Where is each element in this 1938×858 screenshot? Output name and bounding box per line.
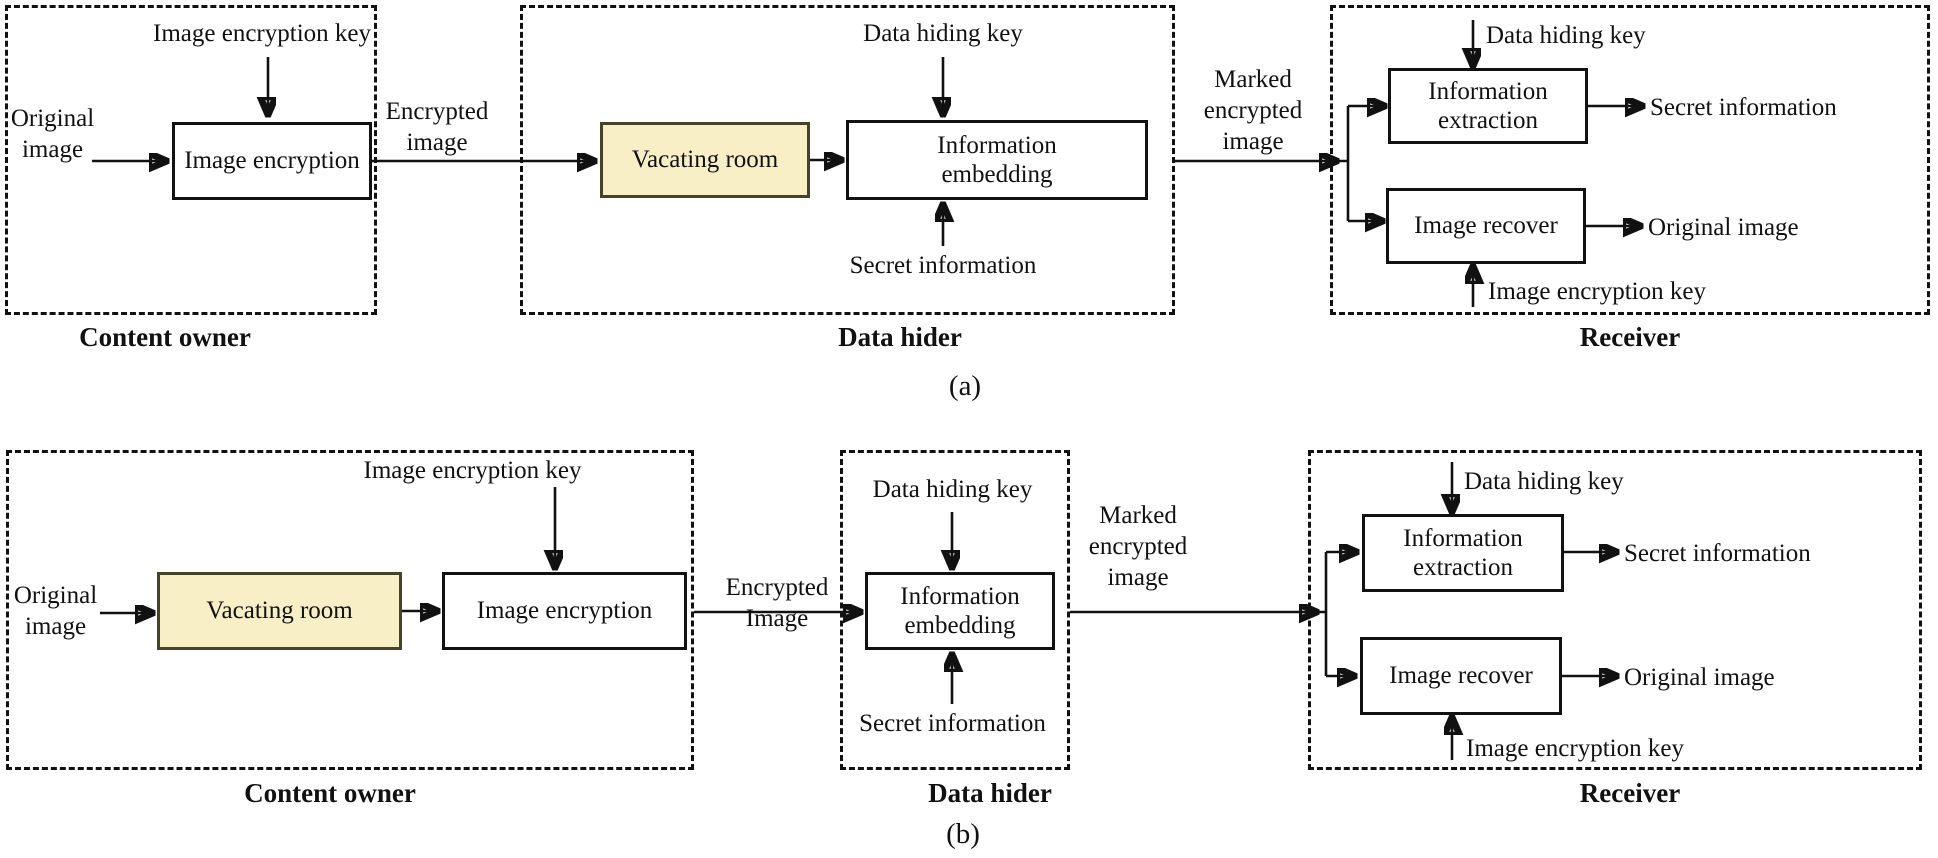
node-a-image-recover: Image recover [1386, 188, 1586, 264]
node-a-image-encryption: Image encryption [172, 122, 372, 200]
label-b-receiver-image-encryption-key: Image encryption key [1466, 735, 1684, 762]
label-b-image-encryption-key: Image encryption key [363, 457, 582, 484]
label-a-receiver-original-image: Original image [1648, 214, 1799, 241]
label-a-secret-information: Secret information [849, 252, 1037, 279]
label-b-encrypted-image: Encrypted Image [725, 574, 829, 632]
label-b-marked-encrypted-image: Marked encrypted image [1088, 502, 1188, 591]
section-label-b-data-hider: Data hider [928, 778, 1052, 808]
region-b-receiver [1308, 450, 1922, 770]
node-a-image-recover-label: Image recover [1414, 212, 1558, 240]
label-b-receiver-secret-information: Secret information [1624, 540, 1811, 567]
node-a-vacating-room: Vacating room [600, 122, 810, 198]
label-a-receiver-image-encryption-key: Image encryption key [1488, 278, 1706, 305]
region-b-data-hider [840, 450, 1070, 770]
node-a-information-embedding-label: Information embedding [937, 131, 1057, 189]
label-a-original-image: Original image [10, 105, 95, 163]
label-b-original-image: Original image [13, 582, 98, 640]
node-b-image-recover-label: Image recover [1389, 662, 1533, 690]
node-b-image-recover: Image recover [1360, 637, 1562, 715]
section-label-a-content-owner: Content owner [79, 322, 251, 352]
section-label-a-data-hider: Data hider [838, 322, 962, 352]
node-a-information-extraction-label: Information extraction [1428, 77, 1548, 135]
caption-b: (b) [946, 818, 980, 850]
node-a-vacating-room-label: Vacating room [631, 146, 779, 174]
node-b-image-encryption: Image encryption [442, 572, 687, 650]
branch-b-receiver [1316, 552, 1328, 676]
section-label-a-receiver: Receiver [1579, 322, 1681, 352]
label-a-marked-encrypted-image: Marked encrypted image [1203, 66, 1303, 155]
region-a-receiver [1330, 5, 1930, 315]
region-b-content-owner [6, 450, 694, 770]
node-b-vacating-room: Vacating room [157, 572, 402, 650]
node-a-information-embedding: Information embedding [846, 120, 1148, 200]
label-a-encrypted-image: Encrypted image [385, 98, 489, 156]
branch-a-receiver [1336, 106, 1350, 221]
node-b-information-extraction-label: Information extraction [1403, 524, 1523, 582]
region-a-content-owner [5, 5, 377, 315]
label-a-receiver-secret-information: Secret information [1650, 94, 1837, 121]
label-b-secret-information: Secret information [859, 710, 1046, 737]
caption-a: (a) [948, 370, 982, 402]
node-a-image-encryption-label: Image encryption [184, 147, 360, 175]
label-b-receiver-original-image: Original image [1624, 664, 1775, 691]
node-b-vacating-room-label: Vacating room [206, 597, 353, 625]
label-a-data-hiding-key: Data hiding key [863, 20, 1023, 47]
label-a-receiver-data-hiding-key: Data hiding key [1486, 22, 1646, 49]
node-b-image-encryption-label: Image encryption [476, 597, 653, 625]
node-b-information-embedding: Information embedding [865, 572, 1055, 650]
section-label-b-content-owner: Content owner [244, 778, 416, 808]
node-b-information-embedding-label: Information embedding [900, 582, 1020, 640]
node-b-information-extraction: Information extraction [1362, 514, 1564, 592]
label-a-image-encryption-key: Image encryption key [153, 20, 371, 47]
section-label-b-receiver: Receiver [1579, 778, 1681, 808]
label-b-receiver-data-hiding-key: Data hiding key [1464, 468, 1624, 495]
node-a-information-extraction: Information extraction [1388, 68, 1588, 144]
region-a-data-hider [520, 5, 1175, 315]
label-b-data-hiding-key: Data hiding key [872, 476, 1033, 503]
